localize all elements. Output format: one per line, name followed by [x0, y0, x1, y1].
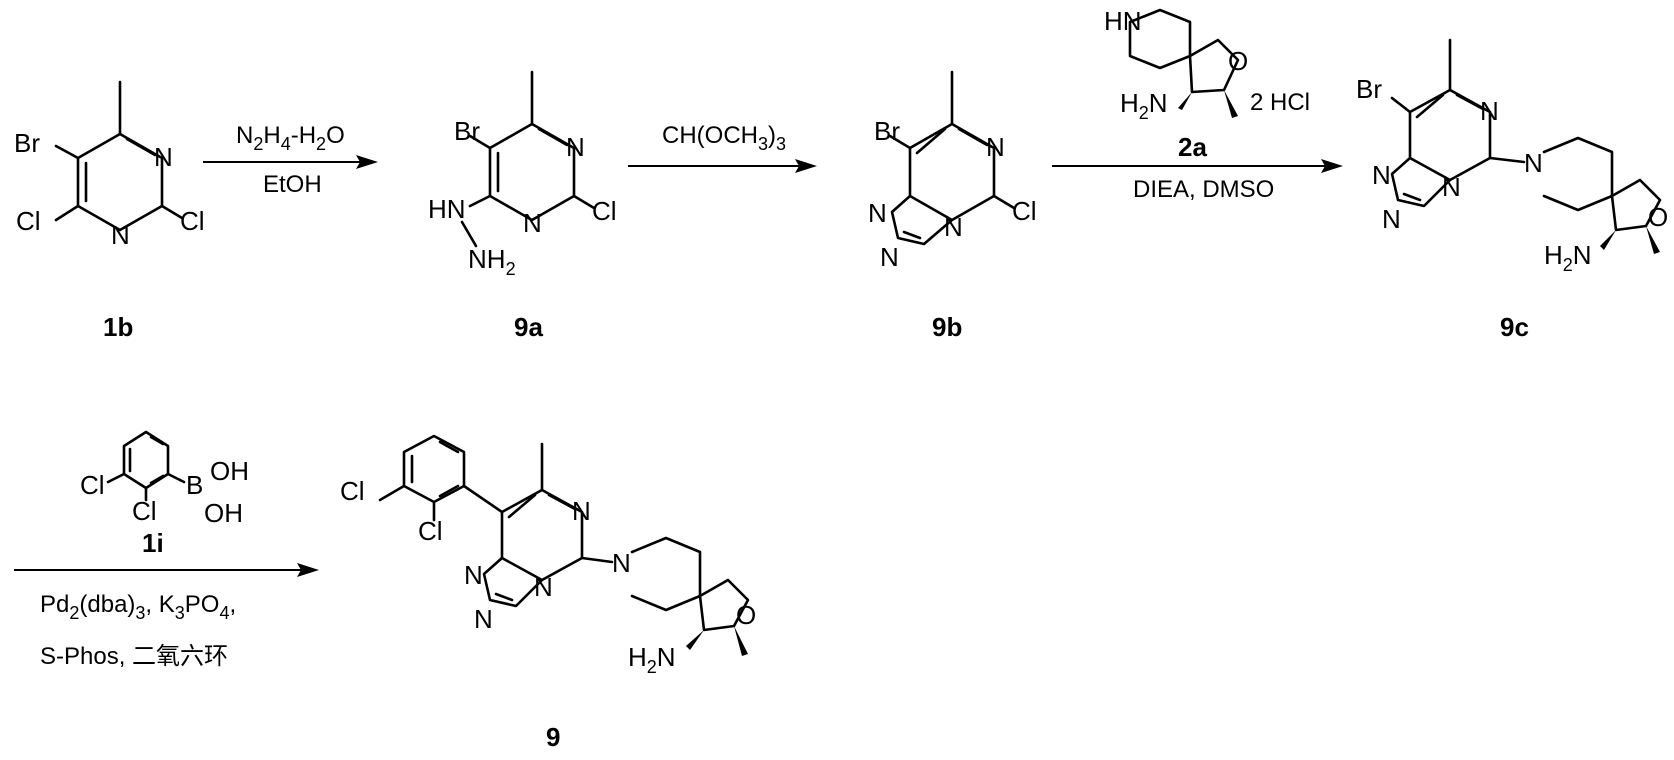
n-atom-label: N [1442, 172, 1461, 202]
cl-atom-label: Cl [16, 206, 41, 236]
b-atom-label: B [186, 470, 203, 500]
reaction-arrow-3: DIEA, DMSO [1052, 159, 1343, 203]
compound-label-9a: 9a [514, 312, 543, 342]
cl-atom-label: Cl [1012, 196, 1037, 226]
compound-9b: Br N N Cl N N 9b [868, 72, 1037, 342]
o-atom-label: O [1648, 202, 1668, 232]
cl-atom-label: Cl [132, 496, 157, 526]
hn-atom-label: HN [1104, 6, 1142, 36]
compound-label-1i: 1i [142, 528, 164, 558]
o-atom-label: O [736, 600, 756, 630]
reaction-arrow-2: CH(OCH3)3 [628, 122, 817, 173]
compound-label-2a: 2a [1178, 132, 1207, 162]
oh-atom-label: OH [210, 456, 249, 486]
reaction-arrow-1: N2H4-H2O EtOH [203, 122, 378, 198]
h2n-atom-label: H2N [1120, 88, 1168, 123]
n-atom-label: N [1382, 204, 1401, 234]
n-atom-label: N [474, 604, 493, 634]
salt-label: 2 HCl [1250, 89, 1310, 116]
compound-9a: Br N N Cl HN NH2 9a [428, 72, 617, 342]
reaction-arrow-4: Pd2(dba)3, K3PO4, S-Phos, 二氧六环 [14, 563, 319, 670]
o-atom-label: O [1228, 46, 1248, 76]
n-atom-label: N [111, 220, 130, 250]
n-atom-label: N [1480, 96, 1499, 126]
compound-label-1b: 1b [103, 312, 133, 342]
br-atom-label: Br [454, 116, 480, 146]
compound-label-9b: 9b [932, 312, 962, 342]
step1-solvent: EtOH [263, 171, 322, 198]
cl-atom-label: Cl [592, 196, 617, 226]
n-atom-label: N [572, 496, 591, 526]
reagent-2a: HN O H2N 2 HCl 2a [1104, 6, 1310, 162]
n-atom-label: N [523, 208, 542, 238]
compound-label-9: 9 [546, 722, 560, 752]
cl-atom-label: Cl [340, 476, 365, 506]
n-atom-label: N [944, 212, 963, 242]
br-atom-label: Br [1356, 74, 1382, 104]
n-atom-label: N [534, 572, 553, 602]
n-atom-label: N [986, 132, 1005, 162]
n-atom-label: N [566, 132, 585, 162]
hn-atom-label: HN [428, 194, 466, 224]
n-atom-label: N [1524, 148, 1543, 178]
n-atom-label: N [154, 142, 173, 172]
br-atom-label: Br [14, 128, 40, 158]
n-atom-label: N [1372, 160, 1391, 190]
oh-atom-label: OH [204, 498, 243, 528]
n-atom-label: N [868, 198, 887, 228]
h2n-atom-label: H2N [628, 642, 676, 677]
nh2-atom-label: NH2 [468, 244, 516, 279]
step4-ligand-solvent: S-Phos, 二氧六环 [40, 643, 228, 670]
n-atom-label: N [464, 560, 483, 590]
h2n-atom-label: H2N [1544, 240, 1592, 275]
step3-conditions: DIEA, DMSO [1133, 176, 1274, 203]
cl-atom-label: Cl [180, 206, 205, 236]
reagent-1i: Cl Cl B OH OH 1i [80, 432, 249, 558]
step1-reagent: N2H4-H2O [236, 122, 345, 154]
compound-9c: Br N N N N N O H2N 9c [1356, 40, 1668, 342]
step2-reagent: CH(OCH3)3 [662, 122, 786, 154]
cl-atom-label: Cl [80, 470, 105, 500]
compound-label-9c: 9c [1500, 312, 1529, 342]
step4-catalyst: Pd2(dba)3, K3PO4, [40, 591, 236, 623]
compound-9: Cl Cl N N N N N O H2N 9 [340, 436, 756, 752]
n-atom-label: N [612, 548, 631, 578]
compound-1b: Br N N Cl Cl 1b [14, 82, 205, 342]
n-atom-label: N [880, 242, 899, 272]
br-atom-label: Br [874, 116, 900, 146]
cl-atom-label: Cl [418, 516, 443, 546]
